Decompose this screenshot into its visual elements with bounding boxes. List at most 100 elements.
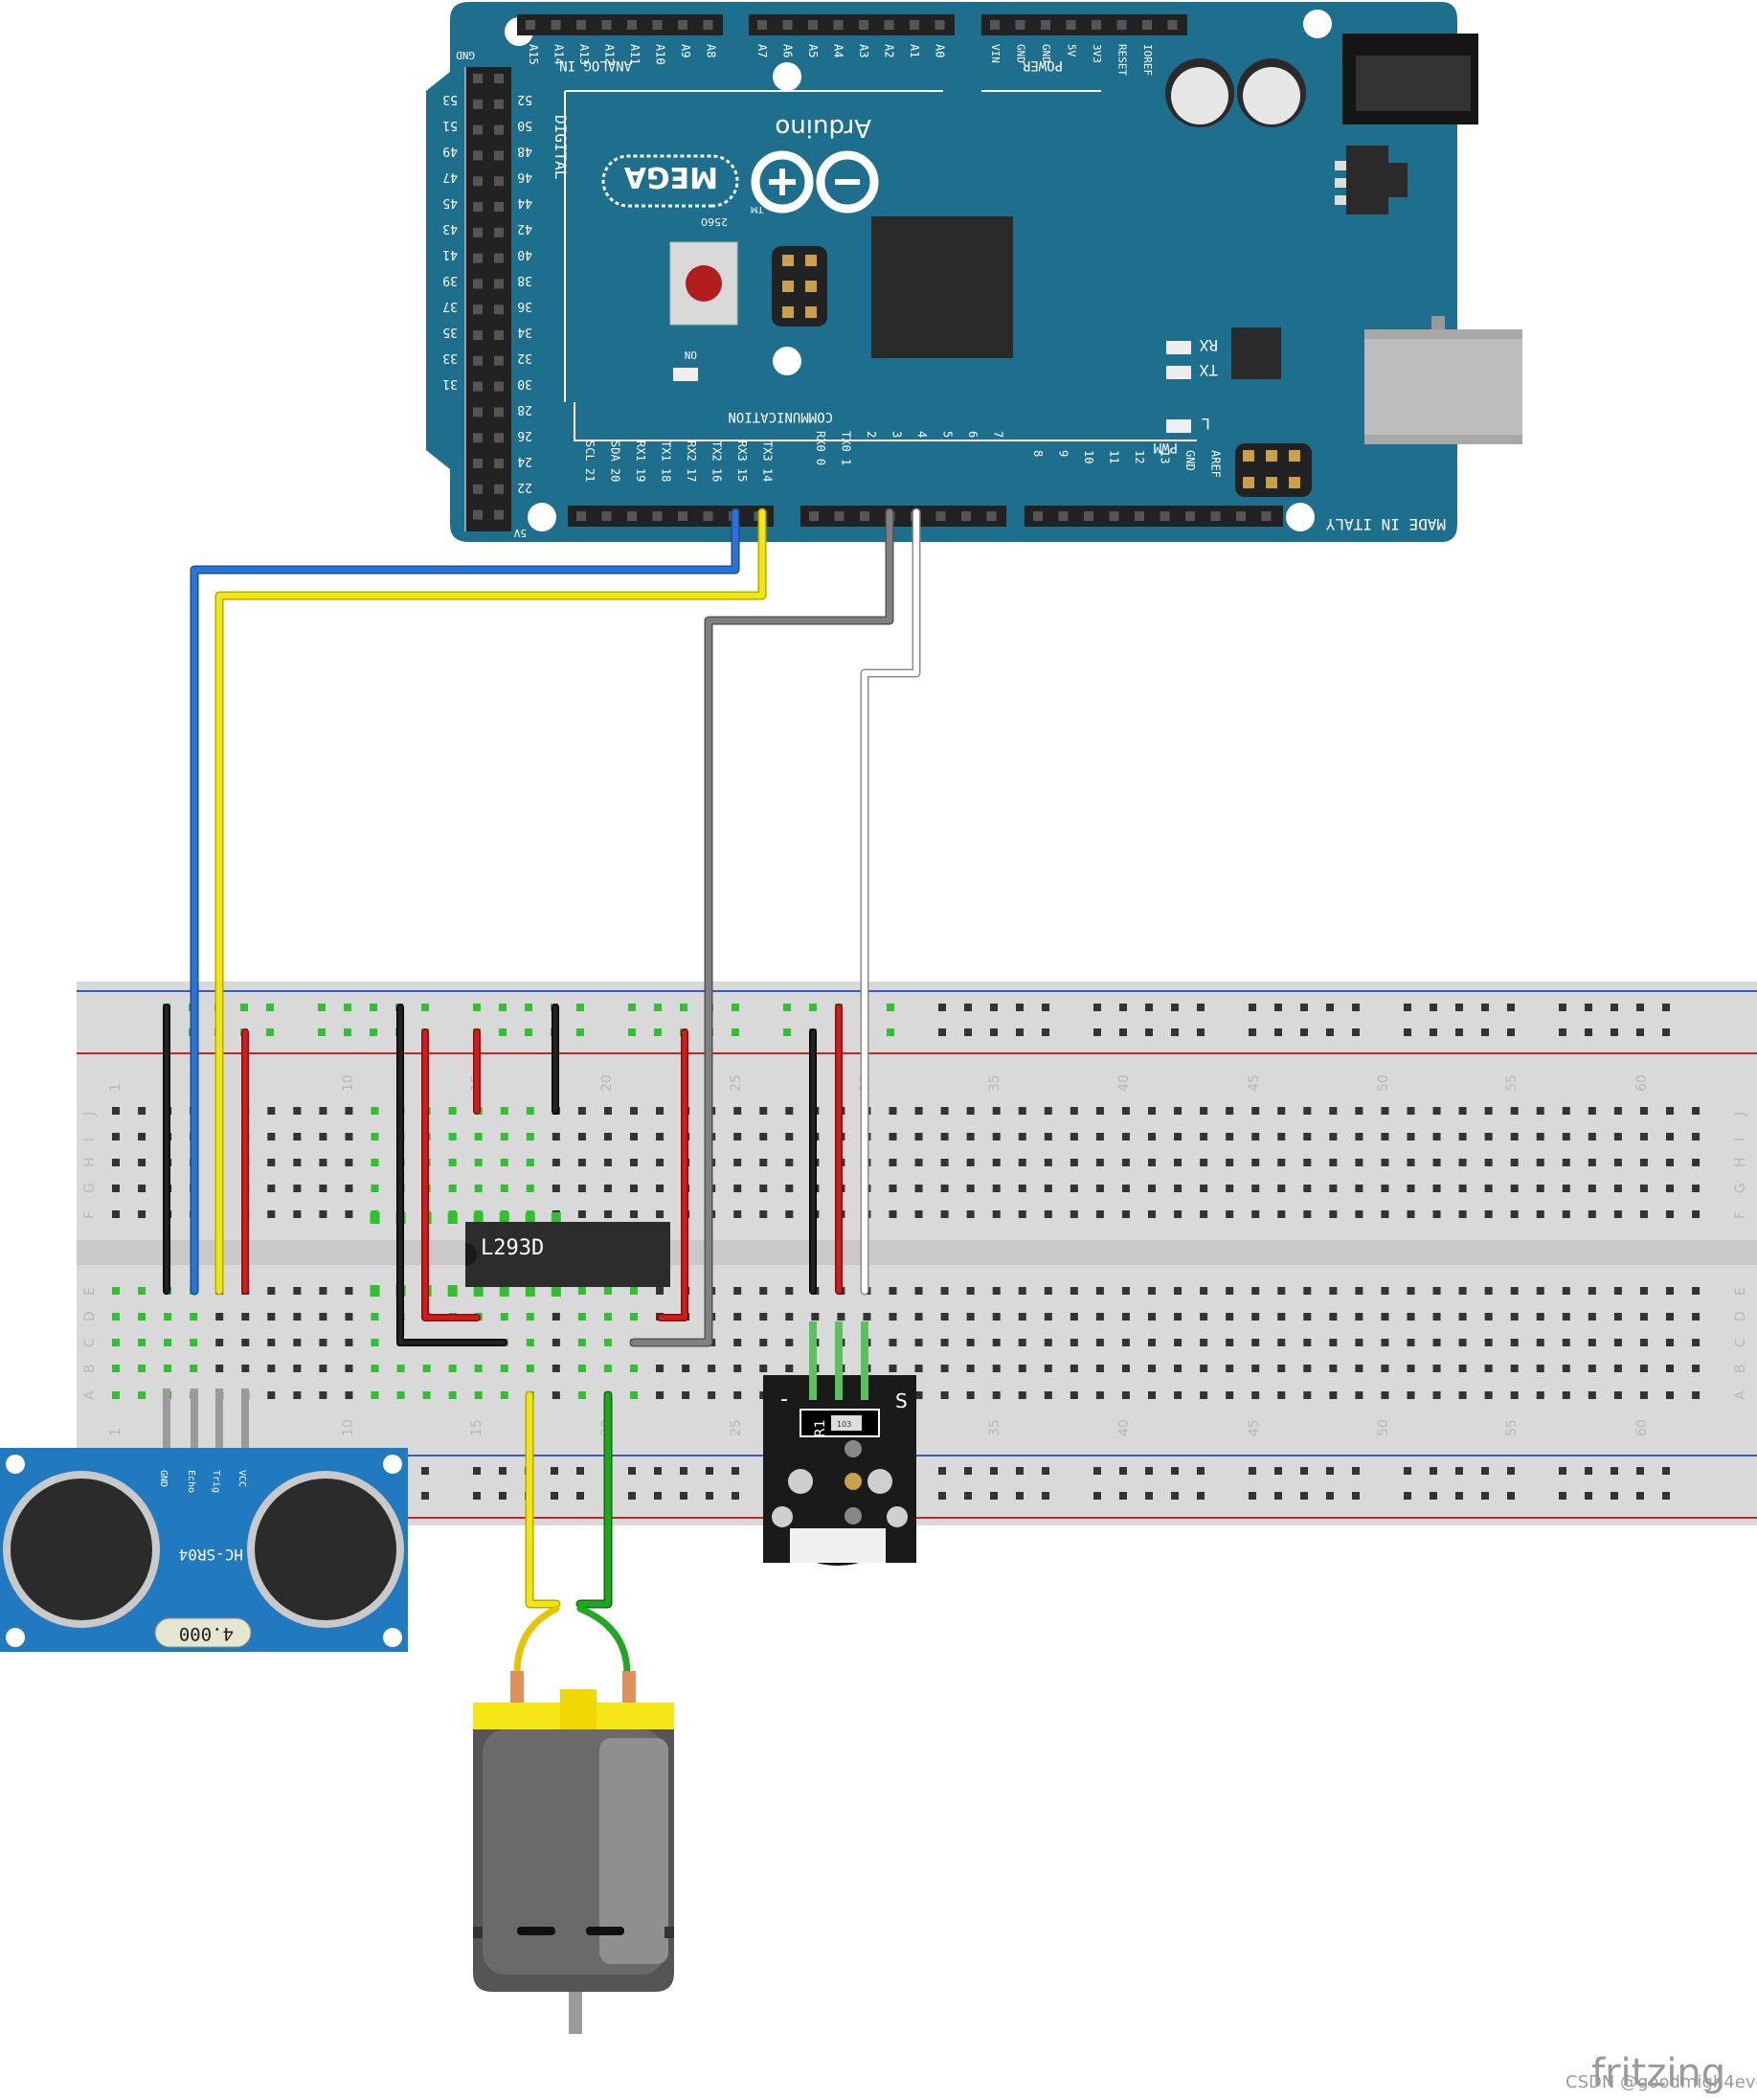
- breadboard-hole: [552, 1159, 560, 1166]
- breadboard-hole: [1303, 1185, 1312, 1192]
- breadboard-hole: [138, 1287, 146, 1295]
- label-comm-pin: TX1 18: [660, 440, 673, 482]
- row-letter: C: [1733, 1338, 1748, 1347]
- rail-hole: [1016, 1028, 1024, 1036]
- breadboard-hole: [1536, 1159, 1544, 1166]
- label-analog-pin: A1: [908, 44, 921, 57]
- breadboard-hole: [1484, 1339, 1493, 1346]
- breadboard-hole: [1510, 1133, 1519, 1140]
- breadboard-hole: [474, 1159, 483, 1166]
- label-pwm-pin: 13: [1159, 450, 1172, 463]
- rail-hole: [421, 1467, 429, 1475]
- row-letter: B: [1733, 1364, 1748, 1373]
- header-pin: [494, 202, 504, 212]
- row-letter: D: [82, 1311, 98, 1321]
- rail-hole: [1119, 1028, 1127, 1036]
- rail-hole: [499, 1492, 507, 1500]
- label-power-pin: IOREF: [1141, 44, 1154, 76]
- breadboard-hole: [1277, 1313, 1286, 1321]
- rail-hole: [1016, 1492, 1024, 1500]
- breadboard-hole: [889, 1185, 897, 1192]
- breadboard-hole: [1666, 1159, 1674, 1166]
- label-analog-pin: A5: [806, 44, 820, 57]
- breadboard-hole: [422, 1391, 431, 1399]
- breadboard-hole: [1070, 1159, 1078, 1166]
- rail-hole: [654, 1467, 662, 1475]
- breadboard-hole: [371, 1133, 379, 1140]
- breadboard-hole: [1407, 1159, 1415, 1166]
- breadboard-hole: [603, 1339, 612, 1346]
- power-jack: [1342, 34, 1478, 124]
- breadboard-hole: [138, 1391, 146, 1399]
- sound-sensor-module: - S 103 R1: [763, 1321, 916, 1566]
- header-pin: [757, 20, 767, 30]
- label-pwm-pin: 7: [992, 431, 1005, 438]
- breadboard-hole: [1277, 1339, 1286, 1346]
- breadboard-hole: [759, 1107, 768, 1115]
- breadboard-hole: [1251, 1210, 1260, 1218]
- breadboard-hole: [267, 1107, 276, 1115]
- breadboard-hole: [1536, 1391, 1544, 1399]
- breadboard-hole: [345, 1365, 353, 1372]
- rail-hole: [628, 1028, 636, 1036]
- logo-arduino: Arduino: [775, 113, 871, 142]
- breadboard-hole: [112, 1365, 120, 1372]
- breadboard-hole: [966, 1159, 975, 1166]
- header-pin: [473, 381, 483, 392]
- header-pin: [1058, 511, 1069, 521]
- breadboard-hole: [785, 1185, 794, 1192]
- rail-hole: [1507, 1467, 1515, 1475]
- rail-hole: [732, 1492, 739, 1500]
- rail-hole: [706, 1492, 713, 1500]
- breadboard-hole: [577, 1391, 586, 1399]
- breadboard-hole: [656, 1185, 665, 1192]
- label-l: L: [1201, 415, 1210, 433]
- breadboard-hole: [319, 1133, 327, 1140]
- breadboard-hole: [1510, 1210, 1519, 1218]
- breadboard-hole: [1277, 1159, 1286, 1166]
- breadboard-hole: [1226, 1365, 1234, 1372]
- usb-chip: [1231, 327, 1281, 379]
- label-double-pin: 52: [517, 92, 532, 106]
- header-pin: [601, 511, 612, 521]
- breadboard-hole: [267, 1313, 276, 1321]
- breadboard-hole: [1432, 1107, 1441, 1115]
- header-pin: [703, 511, 713, 521]
- breadboard-hole: [1692, 1159, 1701, 1166]
- breadboard-hole: [1407, 1339, 1415, 1346]
- rail-hole: [1481, 1492, 1489, 1500]
- label-pwm-pin: 8: [1031, 450, 1045, 457]
- breadboard-hole: [1588, 1185, 1596, 1192]
- rail-hole: [1455, 1004, 1463, 1011]
- breadboard-hole: [1432, 1365, 1441, 1372]
- header-pin: [494, 150, 504, 161]
- rail-hole: [990, 1004, 998, 1011]
- breadboard-hole: [1226, 1391, 1234, 1399]
- rail-hole: [1507, 1028, 1515, 1036]
- breadboard-hole: [1200, 1313, 1208, 1321]
- rail-hole: [783, 1028, 791, 1036]
- label-pwm-pin: 9: [1057, 450, 1070, 457]
- breadboard-hole: [1407, 1391, 1415, 1399]
- breadboard-hole: [1666, 1107, 1674, 1115]
- breadboard-hole: [552, 1313, 560, 1321]
- breadboard-hole: [1536, 1339, 1544, 1346]
- breadboard-hole: [215, 1365, 224, 1372]
- breadboard-hole: [733, 1185, 742, 1192]
- label-2560: 2560: [701, 215, 728, 228]
- label-double-pin: 33: [442, 350, 458, 365]
- breadboard-hole: [1381, 1185, 1389, 1192]
- rail-hole: [1119, 1492, 1127, 1500]
- breadboard-hole: [1381, 1391, 1389, 1399]
- rail-hole: [1249, 1492, 1256, 1500]
- rail-hole: [1611, 1004, 1618, 1011]
- breadboard-hole: [1018, 1365, 1026, 1372]
- breadboard-hole: [577, 1159, 586, 1166]
- breadboard-hole: [1070, 1313, 1078, 1321]
- breadboard-hole: [889, 1107, 897, 1115]
- rail-hole: [318, 1004, 326, 1011]
- breadboard-hole: [1174, 1185, 1183, 1192]
- breadboard-hole: [759, 1210, 768, 1218]
- header-digital-double: [465, 67, 511, 531]
